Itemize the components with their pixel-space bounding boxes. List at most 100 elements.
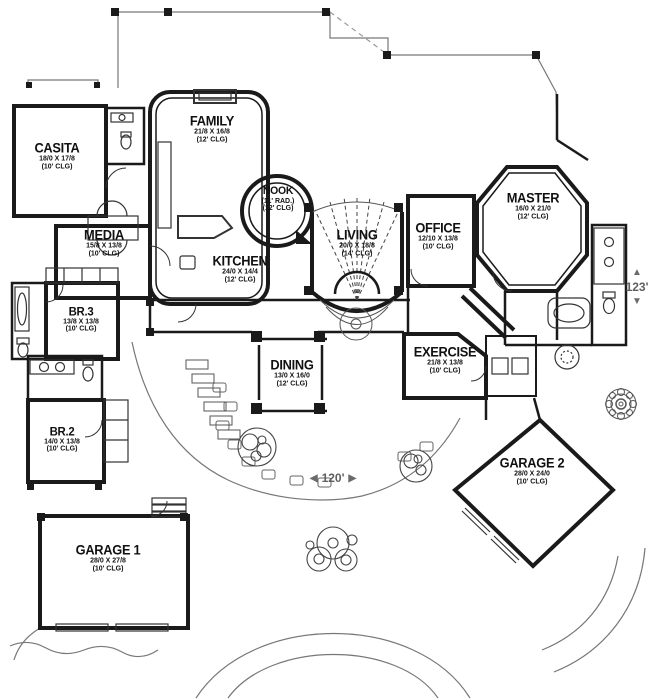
- room-name: BR.3: [68, 304, 94, 319]
- room-ceiling: (10' CLG): [429, 367, 461, 375]
- sink-icon: [603, 256, 615, 268]
- room-name: FAMILY: [189, 113, 235, 129]
- room-label-garage1: GARAGE 1 28/0 X 27/8 (10' CLG): [74, 542, 142, 573]
- secondary-walls: [10, 94, 628, 421]
- toilet-icon: [120, 134, 132, 150]
- room-name: MASTER: [506, 190, 560, 206]
- room-size: 15/8 X 13/8: [86, 242, 122, 250]
- room-ceiling: (12' CLG): [196, 136, 228, 144]
- garage1-walls: [38, 514, 190, 630]
- courtyard-stairs: [185, 359, 241, 440]
- room-label-dining: DINING 13/0 X 16/0 (12' CLG): [269, 357, 314, 388]
- room-size: 14/0 X 13/8: [44, 437, 80, 445]
- bath2-walls: [26, 354, 104, 402]
- height-dimension-value: 123': [625, 280, 649, 294]
- garage-door: [115, 623, 169, 632]
- room-label-br2: BR.2 14/0 X 13/8 (10' CLG): [44, 425, 80, 452]
- kitchen-island: [177, 215, 234, 239]
- room-label-garage2: GARAGE 2 28/0 X 24/0 (10' CLG): [498, 455, 566, 486]
- room-name: DINING: [270, 357, 314, 373]
- garage-door: [55, 623, 109, 632]
- room-ceiling: (14' CLG): [341, 250, 373, 258]
- media-niche: [87, 215, 139, 241]
- master-bath-walls: [590, 223, 628, 347]
- room-label-master: MASTER 16/0 X 21/0 (12' CLG): [505, 190, 560, 221]
- family-room-walls: [148, 90, 270, 306]
- tub-icon: [14, 286, 30, 332]
- room-label-office: OFFICE 12/10 X 13/8 (10' CLG): [414, 220, 462, 251]
- room-name: NOOK: [262, 184, 294, 197]
- arrow-up-icon: ▲: [632, 267, 642, 278]
- closet: [103, 399, 129, 463]
- room-name: MEDIA: [84, 227, 124, 243]
- column-posts: [26, 8, 540, 521]
- room-ceiling: (10' CLG): [46, 445, 78, 453]
- nook-chimney: [296, 230, 312, 244]
- sink-icon: [118, 113, 126, 122]
- room-label-living: LIVING 20/0 X 18/8 (14' CLG): [335, 227, 378, 258]
- appliance-icon: [491, 357, 509, 375]
- arrow-down-icon: ▼: [632, 296, 642, 307]
- rosette-ornament: [605, 388, 637, 420]
- fixtures: [14, 89, 625, 632]
- master-vanity: [593, 227, 625, 285]
- room-name: BR.2: [49, 424, 75, 439]
- room-label-kitchen: KITCHEN 24/0 X 14/4 (12' CLG): [211, 253, 269, 284]
- arrow-left-icon: ◀: [309, 472, 318, 484]
- room-label-family: FAMILY 21/8 X 16/8 (12' CLG): [189, 113, 235, 144]
- room-size: 16/0 X 21/0: [515, 205, 551, 213]
- sink-icon: [38, 361, 50, 373]
- room-ceiling: (12' CLG): [517, 213, 549, 221]
- room-name: EXERCISE: [413, 344, 477, 360]
- room-size: 13/8 X 13/8: [63, 317, 99, 325]
- room-size: 13/0 X 16/0: [274, 372, 310, 380]
- room-ceiling: (10' CLG): [65, 325, 97, 333]
- kitchen-counter: [157, 141, 172, 229]
- range-icon: [179, 255, 196, 270]
- room-name: GARAGE 1: [75, 542, 141, 558]
- garage2-walls: [452, 417, 616, 569]
- room-label-media: MEDIA 15/8 X 13/8 (10' CLG): [83, 227, 125, 258]
- office-walls: [406, 194, 476, 288]
- fireplace: [193, 89, 237, 104]
- door-arcs: [45, 167, 513, 517]
- room-ceiling: (10' CLG): [92, 565, 124, 573]
- room-name: KITCHEN: [212, 253, 268, 269]
- toilet-icon: [17, 342, 29, 358]
- spa-icon: [554, 344, 580, 370]
- living-ceiling-rays: [314, 195, 400, 301]
- room-ceiling: (10' CLG): [516, 478, 548, 486]
- room-ceiling: (10' CLG): [88, 250, 120, 258]
- room-ceiling: (12' CLG): [276, 380, 308, 388]
- room-ceiling: (10' CLG): [422, 243, 454, 251]
- room-label-exercise: EXERCISE 21/8 X 13/8 (10' CLG): [412, 344, 478, 375]
- room-name: GARAGE 2: [499, 455, 565, 471]
- sink-icon: [54, 361, 66, 373]
- tree-icons: [237, 427, 433, 572]
- room-size: 20/0 X 18/8: [339, 242, 375, 250]
- room-size: (11' RAD.): [261, 197, 295, 205]
- toilet-icon: [82, 366, 94, 382]
- room-size: 12/10 X 13/8: [418, 235, 458, 243]
- living-steps: [311, 201, 403, 341]
- room-size: 24/0 X 14/4: [222, 268, 258, 276]
- room-label-nook: NOOK (11' RAD.) (12' CLG): [261, 184, 295, 212]
- master-octagon: [475, 165, 589, 293]
- room-ceiling: (10' CLG): [41, 163, 73, 171]
- room-size: 21/8 X 16/8: [194, 128, 230, 136]
- room-ceiling: (12' CLG): [224, 276, 256, 284]
- toilet-icon: [602, 297, 616, 315]
- width-dimension-value: 120': [321, 471, 345, 485]
- room-size: 28/0 X 27/8: [90, 557, 126, 565]
- room-name: OFFICE: [415, 220, 461, 236]
- room-name: LIVING: [336, 227, 378, 243]
- sink-icon: [603, 236, 615, 248]
- site-outline: [9, 11, 646, 699]
- casita-bath-walls: [104, 106, 146, 166]
- width-dimension: ◀ 120' ▶: [310, 471, 356, 485]
- room-ceiling: (12' CLG): [262, 204, 294, 212]
- room-label-casita: CASITA 18/0 X 17/8 (10' CLG): [33, 141, 80, 171]
- room-label-br3: BR.3 13/8 X 13/8 (10' CLG): [63, 305, 99, 332]
